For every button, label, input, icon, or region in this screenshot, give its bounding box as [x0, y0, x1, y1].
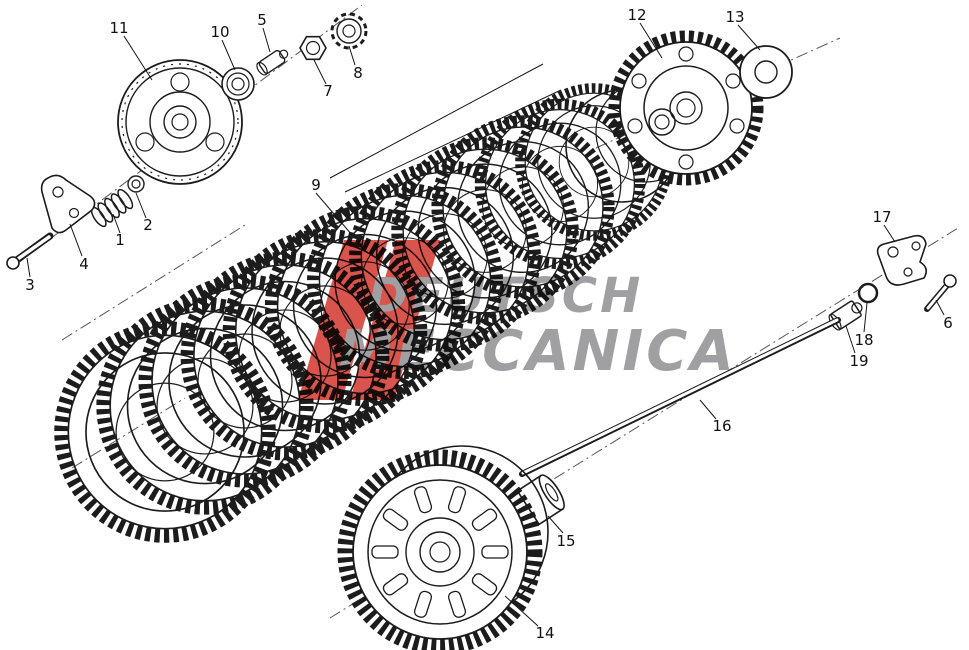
callout-8: 8	[353, 64, 363, 82]
callout-19: 19	[849, 352, 869, 370]
callout-10: 10	[210, 23, 230, 41]
nut	[299, 35, 327, 61]
callout-18: 18	[854, 331, 874, 349]
clutch-hub	[608, 30, 764, 186]
callout-15: 15	[556, 532, 576, 550]
leader-lines	[26, 22, 945, 627]
pushrod	[519, 317, 841, 477]
spacer	[256, 49, 289, 76]
washer-large	[739, 45, 793, 99]
callout-11: 11	[109, 19, 129, 37]
clutch-basket	[337, 445, 549, 650]
spring	[90, 188, 134, 228]
bolt	[6, 232, 54, 270]
callout-9: 9	[311, 176, 321, 194]
callout-12: 12	[627, 6, 647, 24]
spring-washer	[330, 12, 368, 50]
callout-4: 4	[79, 255, 89, 273]
callout-5: 5	[257, 11, 267, 29]
callout-3: 3	[25, 276, 35, 294]
callout-13: 13	[725, 8, 745, 26]
o-ring	[857, 282, 879, 304]
callout-16: 16	[712, 417, 732, 435]
callout-6: 6	[943, 314, 953, 332]
bearing	[221, 67, 255, 101]
callout-17: 17	[872, 208, 892, 226]
retainer-plate	[40, 174, 96, 234]
bolt-small	[924, 274, 957, 312]
callout-1: 1	[115, 231, 125, 249]
clutch-bracket	[876, 234, 928, 286]
washer	[127, 175, 145, 193]
callout-7: 7	[323, 82, 333, 100]
callout-14: 14	[535, 624, 555, 642]
callout-2: 2	[143, 216, 153, 234]
pressure-plate	[117, 59, 243, 185]
